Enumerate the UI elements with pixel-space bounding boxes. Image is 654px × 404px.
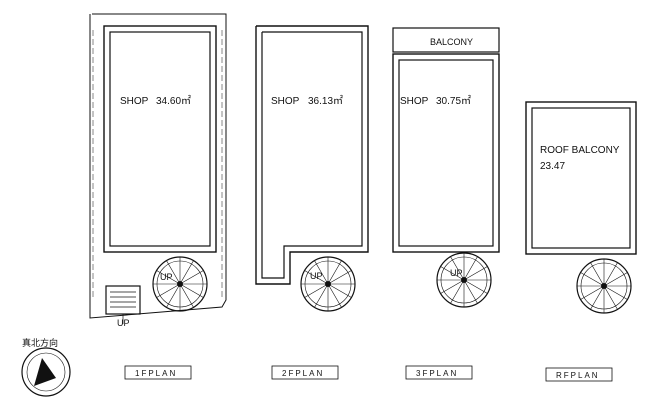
spiral-stair-2f [300, 256, 356, 312]
entry-stairs [105, 285, 141, 324]
entry-up-label: UP [117, 318, 130, 328]
balcony-3f [392, 27, 500, 53]
plan-label-2f: 2FPLAN [282, 369, 324, 378]
stair-up-label-3f: UP [450, 268, 463, 278]
spiral-stair-3f [436, 252, 492, 308]
compass-label: 真北方向 [22, 337, 58, 348]
plan-3f: BALCONY SHOP 30.75㎡ UP 3FPLAN [392, 27, 500, 380]
spiral-stair-1f [152, 256, 208, 312]
roof-balcony [525, 101, 637, 255]
room-1f-name: SHOP [120, 96, 149, 107]
plan-1f: SHOP 34.60㎡ UP UP 1FPLAN [89, 13, 227, 380]
room-3f-area: 30.75㎡ [436, 95, 471, 107]
plan-label-3f: 3FPLAN [416, 369, 458, 378]
roof-balcony-name: ROOF BALCONY [540, 145, 620, 156]
plan-label-1f: 1FPLAN [135, 369, 177, 378]
spiral-stair-rf [576, 258, 632, 314]
room-2f-name: SHOP [271, 96, 300, 107]
site-boundary [89, 13, 227, 319]
plan-label-rf: RFPLAN [556, 371, 600, 380]
plan-rf: ROOF BALCONY 23.47 RFPLAN [525, 101, 637, 382]
balcony-label-3f: BALCONY [430, 37, 473, 47]
north-arrow-icon: 真北方向 [21, 337, 71, 397]
room-2f-area: 36.13㎡ [308, 95, 343, 107]
stair-up-label-2f: UP [310, 271, 323, 281]
room-3f-shop [392, 53, 500, 253]
plan-2f: SHOP 36.13㎡ UP 2FPLAN [255, 25, 369, 380]
room-3f-name: SHOP [400, 96, 429, 107]
room-1f-area: 34.60㎡ [156, 95, 191, 107]
stair-up-label-1f: UP [160, 272, 173, 282]
room-1f-shop [103, 25, 217, 253]
room-2f-shop [255, 25, 369, 285]
roof-balcony-area: 23.47 [540, 161, 565, 172]
